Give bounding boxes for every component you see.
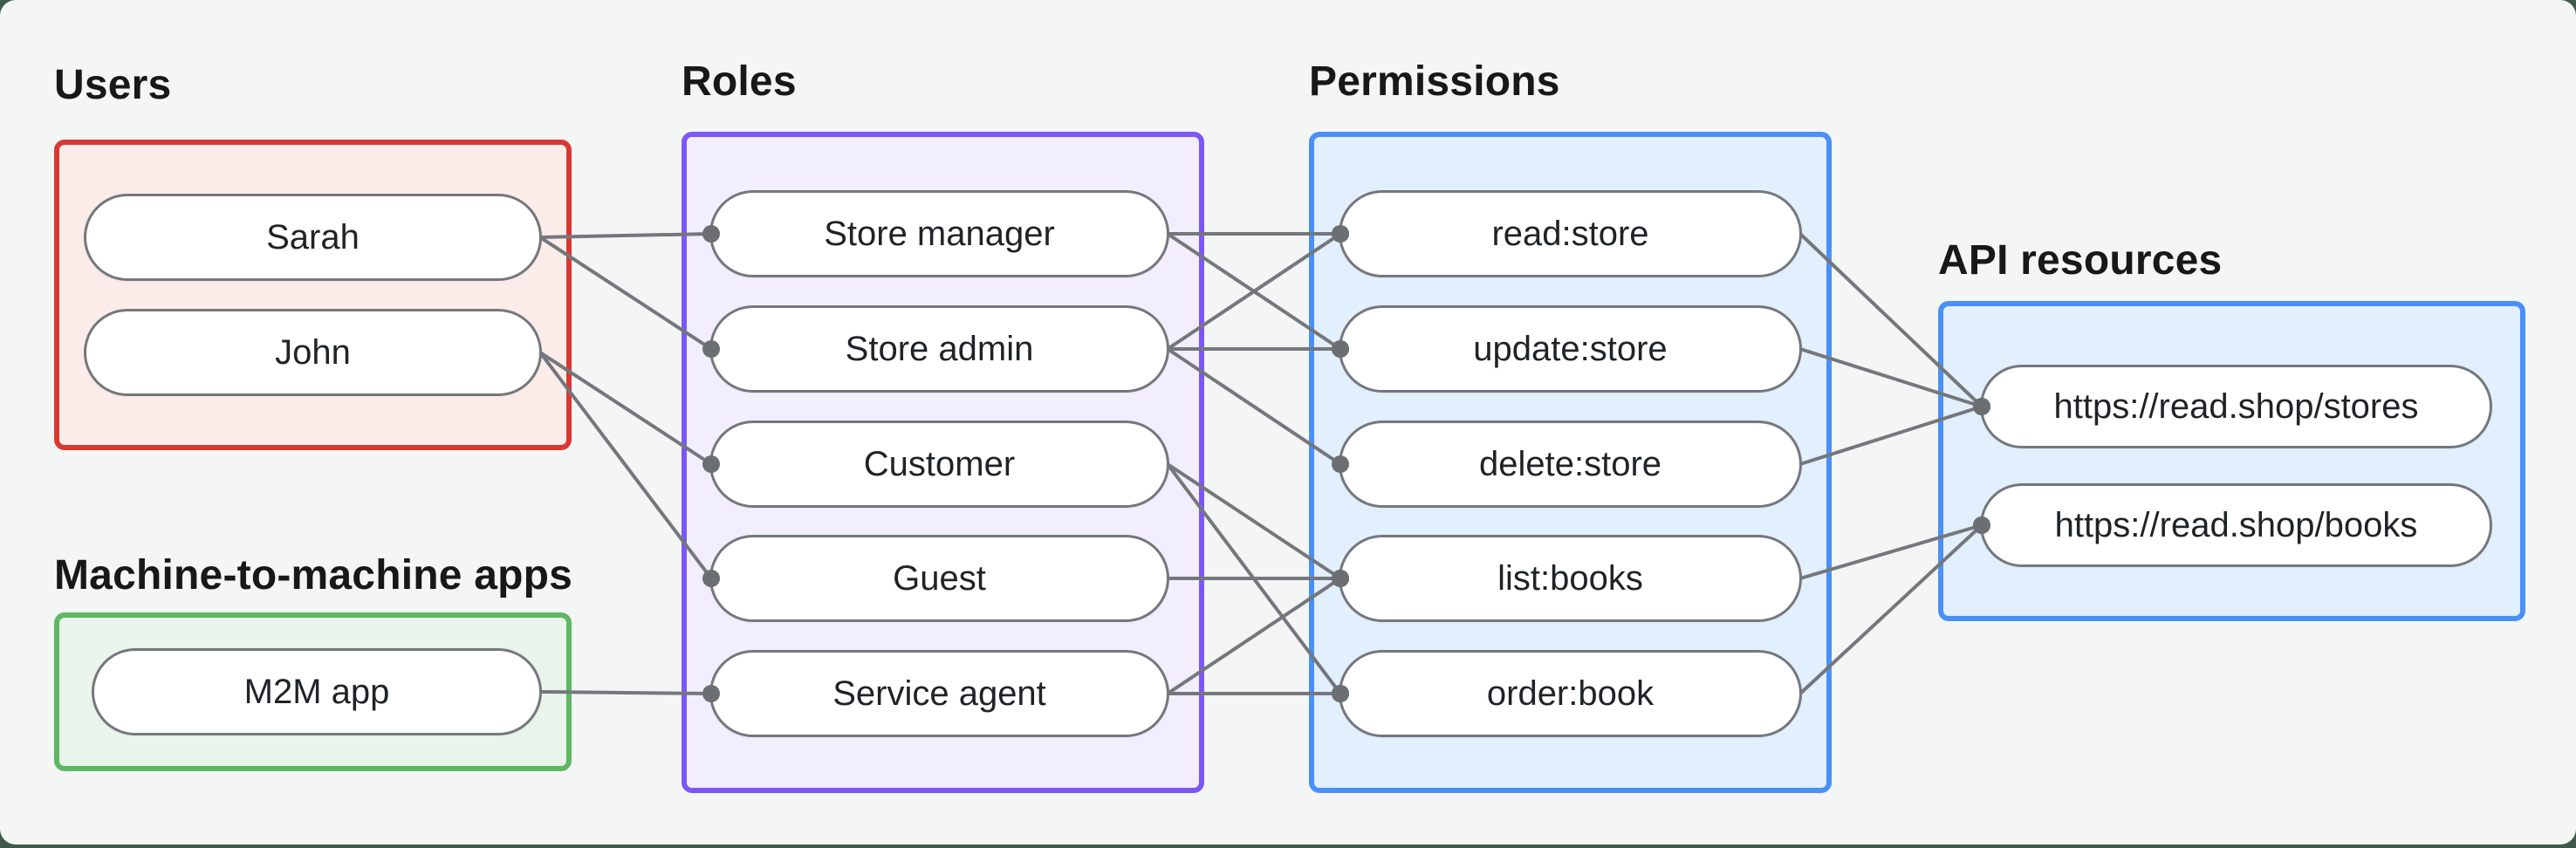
node-pill-sarah: Sarah: [84, 194, 542, 281]
node-pill-delete-store: delete:store: [1339, 421, 1802, 508]
group-label-users: Users: [54, 62, 172, 108]
node-pill-res-stores: https://read.shop/stores: [1980, 365, 2492, 448]
node-pill-list-books: list:books: [1339, 535, 1802, 622]
node-pill-m2m-app: M2M app: [92, 648, 542, 735]
node-pill-res-books: https://read.shop/books: [1980, 483, 2492, 567]
group-box-users: [54, 140, 572, 450]
node-pill-store-manager: Store manager: [709, 190, 1169, 277]
node-pill-customer: Customer: [709, 421, 1169, 508]
node-pill-guest: Guest: [709, 535, 1169, 622]
node-pill-service-agent: Service agent: [709, 650, 1169, 737]
node-pill-order-book: order:book: [1339, 650, 1802, 737]
node-pill-update-store: update:store: [1339, 305, 1802, 393]
node-pill-john: John: [84, 309, 542, 396]
node-pill-read-store: read:store: [1339, 190, 1802, 277]
group-label-roles: Roles: [682, 58, 797, 105]
group-box-api-resources: [1938, 301, 2525, 621]
group-label-api-resources: API resources: [1938, 237, 2223, 284]
group-label-m2m: Machine-to-machine apps: [54, 552, 573, 598]
group-label-permissions: Permissions: [1309, 58, 1560, 105]
node-pill-store-admin: Store admin: [709, 305, 1169, 393]
